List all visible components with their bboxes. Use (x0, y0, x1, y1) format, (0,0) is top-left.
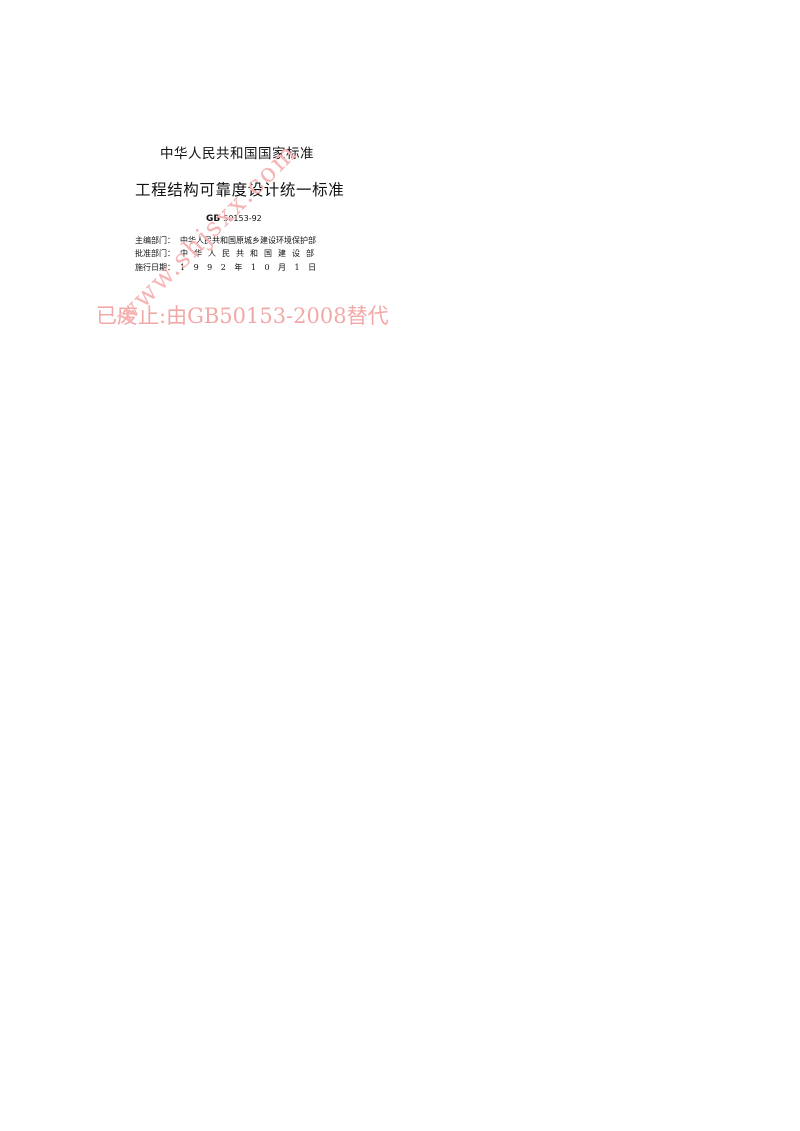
standard-code-number: 50153-92 (223, 214, 262, 223)
effective-date-value: 1992年10月1日 (180, 262, 325, 272)
editing-dept-row: 主编部门： 中华人民共和国原城乡建设环境保护部 (135, 234, 325, 247)
document-title: 工程结构可靠度设计统一标准 (135, 181, 345, 199)
effective-date-row: 施行日期： 1992年10月1日 (135, 261, 325, 274)
document-info-block: 主编部门： 中华人民共和国原城乡建设环境保护部 批准部门： 中华人民共和国建设部 施… (135, 234, 325, 274)
approving-dept-value: 中华人民共和国建设部 (180, 249, 320, 259)
approving-dept-row: 批准部门： 中华人民共和国建设部 (135, 247, 325, 260)
editing-dept-label: 主编部门： (135, 236, 175, 245)
effective-date-label: 施行日期： (135, 262, 175, 272)
abolished-stamp: 已废止:由GB50153-2008替代 (96, 304, 389, 328)
editing-dept-value: 中华人民共和国原城乡建设环境保护部 (180, 236, 316, 245)
standard-code-prefix: GB (206, 214, 221, 224)
national-standard-heading: 中华人民共和国国家标准 (160, 146, 314, 162)
approving-dept-label: 批准部门： (135, 249, 175, 259)
